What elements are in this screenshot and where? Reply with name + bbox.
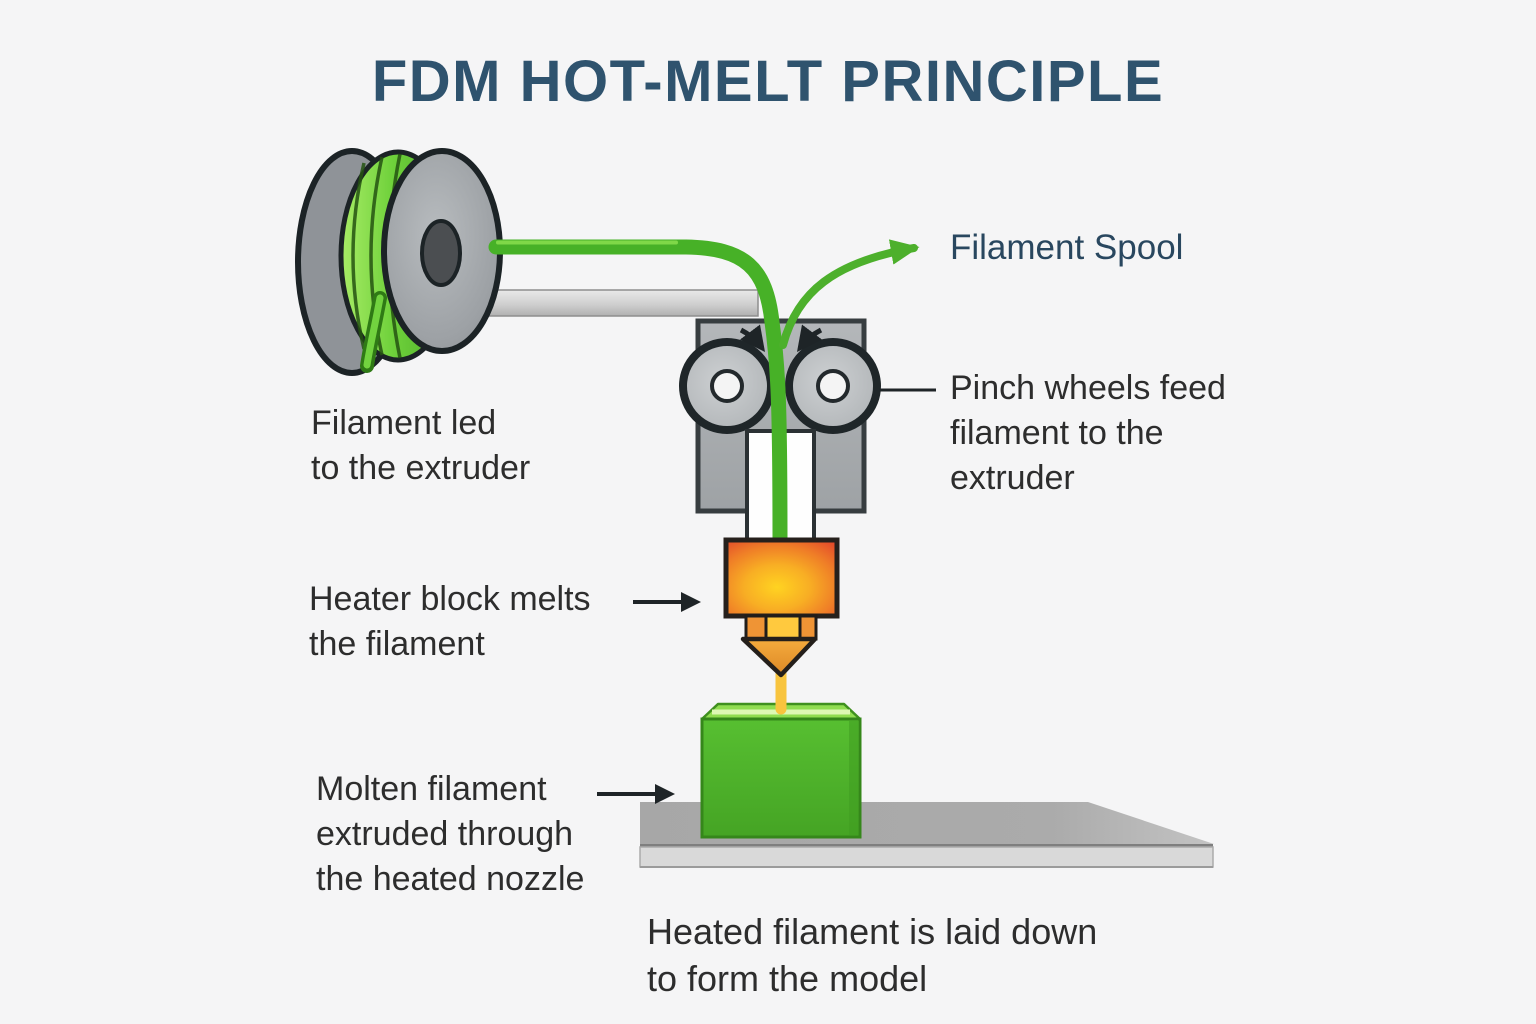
- label-filament-led: Filament led to the extruder: [311, 401, 530, 491]
- label-line: extruder: [950, 459, 1075, 497]
- label-line: to the extruder: [311, 449, 531, 487]
- label-line: extruded through: [316, 815, 574, 853]
- nozzle: [744, 614, 818, 641]
- nozzle-tip: [740, 636, 818, 678]
- filament-path: [488, 239, 788, 552]
- label-pinch-wheels: Pinch wheels feed filament to the extrud…: [950, 366, 1226, 501]
- nozzle-segment-left: [744, 614, 768, 641]
- model-cube: [700, 702, 862, 839]
- heater-block: [723, 537, 840, 619]
- label-line: Heater block melts: [309, 580, 591, 618]
- filament-spool-pointer-arrow: [779, 239, 920, 349]
- label-line: Filament led: [311, 404, 497, 442]
- filament-spool: [295, 148, 503, 376]
- wheel-hub: [816, 369, 850, 403]
- label-line: Pinch wheels feed: [950, 369, 1226, 407]
- label-line: Filament Spool: [950, 228, 1184, 267]
- label-molten-filament: Molten filament extruded through the hea…: [316, 767, 584, 902]
- pinch-wheel-right: [785, 338, 881, 434]
- label-line: the filament: [309, 625, 485, 663]
- feed-direction-arrow-right: [796, 324, 823, 352]
- feed-direction-arrow-left: [739, 324, 766, 352]
- label-line: Molten filament: [316, 770, 547, 808]
- nozzle-segment-middle: [764, 614, 802, 641]
- label-heated-filament: Heated filament is laid down to form the…: [647, 908, 1097, 1002]
- label-line: Heated filament is laid down: [647, 911, 1098, 952]
- spool-hub-hole: [420, 219, 462, 287]
- wheel-hub: [710, 369, 744, 403]
- page-title: FDM HOT-MELT PRINCIPLE: [371, 49, 1165, 114]
- label-line: the heated nozzle: [316, 860, 585, 898]
- label-heater-block: Heater block melts the filament: [309, 577, 591, 667]
- label-filament-spool: Filament Spool: [950, 225, 1183, 270]
- label-line: to form the model: [647, 958, 928, 999]
- label-line: filament to the: [950, 414, 1164, 452]
- spool-rail: [477, 289, 759, 317]
- pinch-wheel-left: [679, 338, 775, 434]
- nozzle-segment-right: [798, 614, 818, 641]
